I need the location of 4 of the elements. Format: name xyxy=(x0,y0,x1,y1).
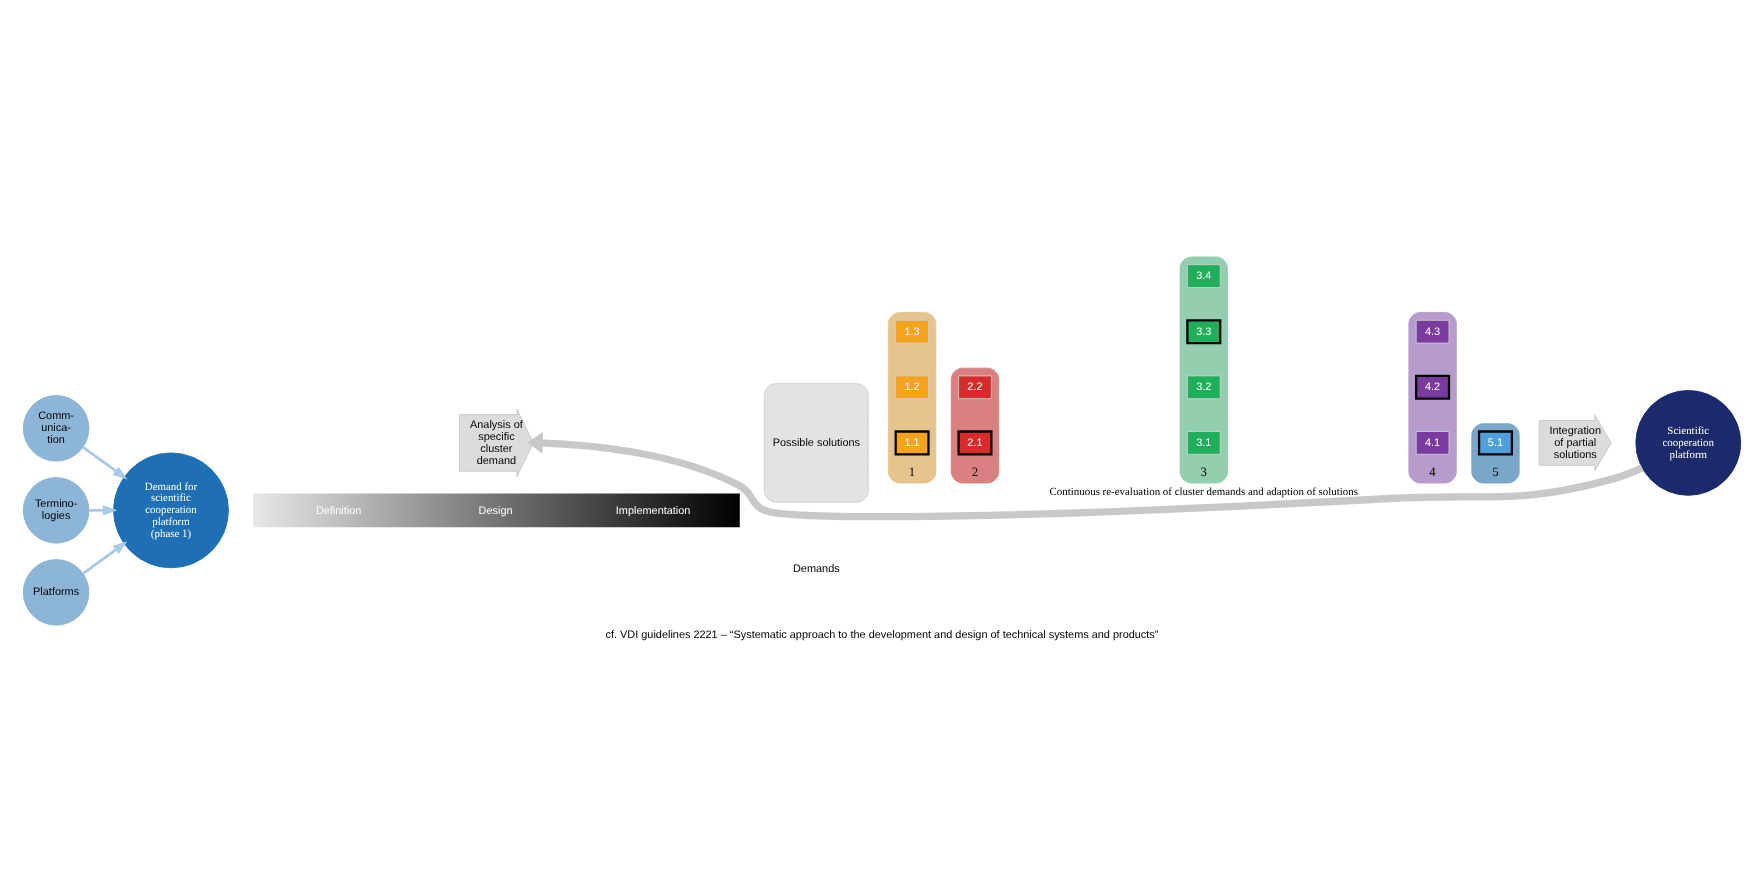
arrow xyxy=(82,446,128,480)
arrow xyxy=(527,432,1644,521)
arrow xyxy=(89,505,118,516)
arrow xyxy=(82,541,128,575)
